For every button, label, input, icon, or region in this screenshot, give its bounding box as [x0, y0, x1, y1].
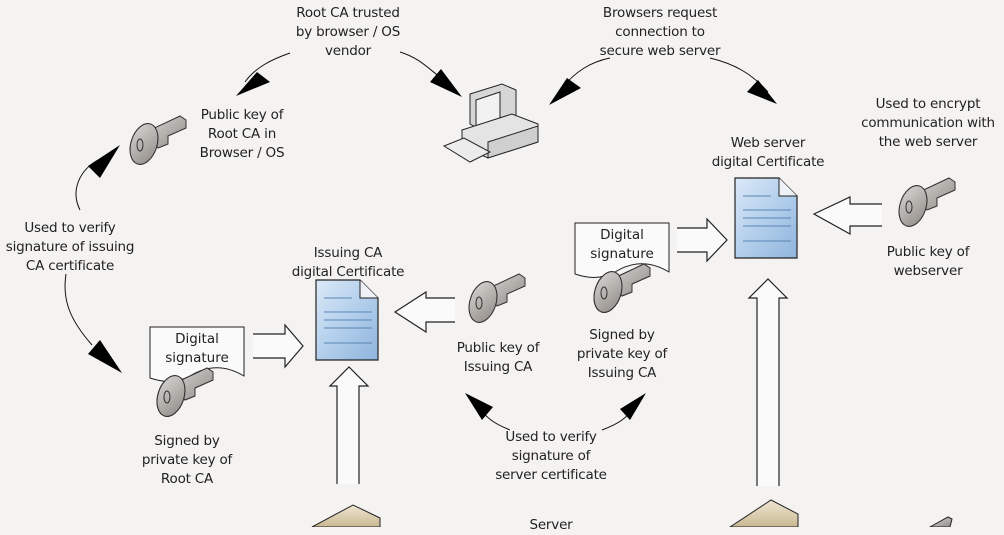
label-line: Browsers request: [602, 5, 718, 21]
label-web-server-certificate: Web server digital Certificate: [712, 134, 825, 172]
label-line: Public key of: [456, 340, 540, 356]
arrow-server-to-web-cert: [747, 278, 789, 486]
label-line: digital Certificate: [291, 264, 405, 280]
label-line: server certificate: [495, 467, 607, 483]
issuing-ca-server-icon: [311, 504, 381, 527]
label-line: CA certificate: [25, 258, 115, 274]
label-line: secure web server: [599, 43, 721, 59]
label-line: digital Certificate: [711, 154, 825, 170]
label-line: vendor: [324, 43, 372, 59]
label-line: Root CA: [160, 471, 214, 487]
label-line: webserver: [893, 263, 963, 279]
label-line: Digital: [600, 227, 644, 243]
label-line: Signed by: [589, 327, 655, 343]
digital-signature-text-left: Digital signature: [165, 330, 229, 368]
label-used-to-verify-server: Used to verify signature of server certi…: [495, 428, 607, 485]
label-line: Used to encrypt: [875, 96, 981, 112]
label-line: signature of: [511, 448, 591, 464]
arrowhead-to-issuing-sig: [620, 393, 646, 420]
label-line: private key of: [141, 452, 233, 468]
label-issuing-ca-certificate: Issuing CA digital Certificate: [292, 244, 405, 282]
label-line: the web server: [878, 134, 978, 150]
issuing-ca-certificate-icon: [315, 279, 379, 361]
label-signed-by-root-ca: Signed by private key of Root CA: [142, 432, 232, 489]
label-line: Public key of: [200, 107, 284, 123]
computer-icon: [442, 83, 539, 163]
arrowhead-to-web-server: [747, 80, 777, 104]
label-line: Web server: [730, 135, 806, 151]
label-line: signature: [165, 350, 229, 366]
label-line: communication with: [861, 115, 995, 131]
arrow-key-to-issuing-cert: [393, 290, 455, 334]
partial-key-icon-bottom-right: [928, 516, 953, 527]
arrowhead-to-root-key-label: [236, 72, 270, 96]
label-used-to-encrypt: Used to encrypt communication with the w…: [861, 95, 995, 152]
label-line: Issuing CA: [463, 359, 533, 375]
label-line: Root CA in: [207, 126, 277, 142]
arrow-key-to-web-cert: [812, 196, 882, 236]
label-line: Issuing CA: [313, 245, 383, 261]
label-signed-by-issuing-ca: Signed by private key of Issuing CA: [577, 326, 667, 383]
label-public-key-root-ca: Public key of Root CA in Browser / OS: [200, 106, 285, 163]
webserver-public-key-icon: [893, 177, 956, 231]
label-line: connection to: [615, 24, 705, 40]
label-browsers-request: Browsers request connection to secure we…: [600, 4, 721, 61]
label-line: Server: [529, 517, 573, 533]
web-server-icon: [729, 499, 799, 527]
label-line: by browser / OS: [295, 24, 401, 40]
block-arrows: [253, 196, 882, 486]
arrow-sig-to-issuing-cert: [253, 323, 304, 369]
label-root-ca-trusted: Root CA trusted by browser / OS vendor: [296, 4, 400, 61]
issuing-ca-public-key-icon: [463, 273, 526, 327]
label-line: Signed by: [154, 433, 220, 449]
label-line: Used to verify: [505, 429, 597, 445]
arrow-server-to-issuing-cert: [328, 366, 370, 484]
arrowhead-to-root-key: [88, 145, 120, 178]
label-line: Issuing CA: [587, 365, 657, 381]
label-line: signature: [590, 246, 654, 262]
digital-signature-text-right: Digital signature: [590, 226, 654, 264]
root-ca-public-key-icon: [124, 115, 187, 169]
arrowhead-to-issuing-key: [465, 393, 493, 420]
label-public-key-issuing-ca: Public key of Issuing CA: [457, 339, 540, 377]
label-line: Public key of: [886, 244, 970, 260]
label-line: signature of issuing: [5, 239, 135, 255]
web-server-certificate-icon: [734, 177, 798, 259]
arrow-sig-to-web-cert: [677, 217, 728, 263]
label-line: Used to verify: [24, 220, 116, 236]
arrowhead-to-computer: [430, 69, 462, 97]
label-server-partial: Server: [529, 516, 572, 535]
label-used-to-verify-issuing: Used to verify signature of issuing CA c…: [5, 219, 135, 276]
arrowhead-to-signature-left: [88, 340, 122, 373]
arrowheads: [88, 69, 777, 420]
label-line: Digital: [175, 331, 219, 347]
label-line: private key of: [576, 346, 668, 362]
label-public-key-webserver: Public key of webserver: [887, 243, 970, 281]
label-line: Root CA trusted: [296, 5, 400, 21]
label-line: Browser / OS: [199, 145, 285, 161]
arrowhead-from-computer-request: [549, 78, 581, 105]
